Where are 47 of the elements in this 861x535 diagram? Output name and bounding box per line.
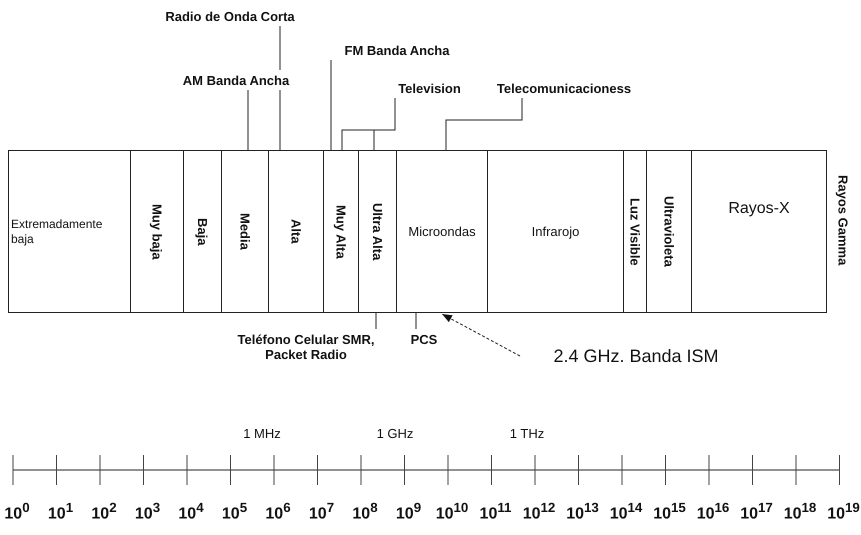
- frequency-label: 1 MHz: [243, 426, 281, 441]
- tick-label: 10$^{18}$: [784, 500, 816, 524]
- tick-label: 10$^{11}$: [480, 500, 512, 524]
- tick-label: 10$^{10}$: [436, 500, 468, 524]
- tick-label: 10$^{4}$: [178, 500, 204, 524]
- tick-label: 10$^{0}$: [4, 500, 30, 524]
- callout-label: Radio de Onda Corta: [140, 6, 320, 26]
- tick-label: 10$^{17}$: [740, 500, 773, 524]
- band-cell: Luz Visible: [623, 150, 647, 313]
- leader-line: [446, 98, 522, 150]
- band-cell: Ultravioleta: [646, 150, 692, 313]
- callout-label: Teléfono Celular SMR, Packet Radio: [224, 329, 388, 365]
- tick-label: 10$^{8}$: [352, 500, 378, 524]
- tick-label: 10$^{19}$: [827, 500, 860, 524]
- tick-label: 10$^{9}$: [396, 500, 422, 524]
- tick-label: 10$^{13}$: [566, 500, 599, 524]
- band-cell: Muy Alta: [323, 150, 359, 313]
- tick-label: 10$^{3}$: [134, 500, 160, 524]
- tick-label: 10$^{12}$: [522, 500, 556, 524]
- tick-label: 10$^{2}$: [91, 500, 117, 524]
- band-cell: Rayos-X: [691, 150, 827, 313]
- tick-label: 10$^{15}$: [653, 500, 686, 524]
- callout-label: 2.4 GHz. Banda ISM: [512, 344, 760, 368]
- callout-label: FM Banda Ancha: [322, 40, 472, 60]
- band-cell: Microondas: [396, 150, 488, 313]
- band-cell: Extremadamente baja: [8, 150, 131, 313]
- tick-label: 10$^{5}$: [222, 500, 248, 524]
- band-cell: Media: [221, 150, 269, 313]
- callout-label: Telecomunicacioness: [484, 78, 644, 98]
- tick-label: 10$^{1}$: [48, 500, 74, 524]
- band-cell: Baja: [183, 150, 222, 313]
- leader-line: [330, 60, 332, 150]
- tick-label: 10$^{14}$: [610, 500, 642, 524]
- band-cell: Ultra Alta: [358, 150, 397, 313]
- callout-label: Television: [382, 78, 477, 98]
- tick-label: 10$^{16}$: [696, 500, 730, 524]
- leader-line: [374, 98, 396, 150]
- frequency-label: 1 GHz: [376, 426, 414, 441]
- band-cell: Infrarojo: [487, 150, 624, 313]
- arrow: [442, 314, 520, 356]
- tick-label: 10$^{7}$: [308, 500, 334, 524]
- frequency-label: 1 THz: [510, 426, 544, 441]
- band-cell: Muy baja: [130, 150, 184, 313]
- band-cell: Alta: [268, 150, 324, 313]
- tick-label: 10$^{6}$: [265, 500, 291, 524]
- callout-label: PCS: [404, 329, 444, 349]
- band-label: Rayos Gamma: [828, 150, 858, 290]
